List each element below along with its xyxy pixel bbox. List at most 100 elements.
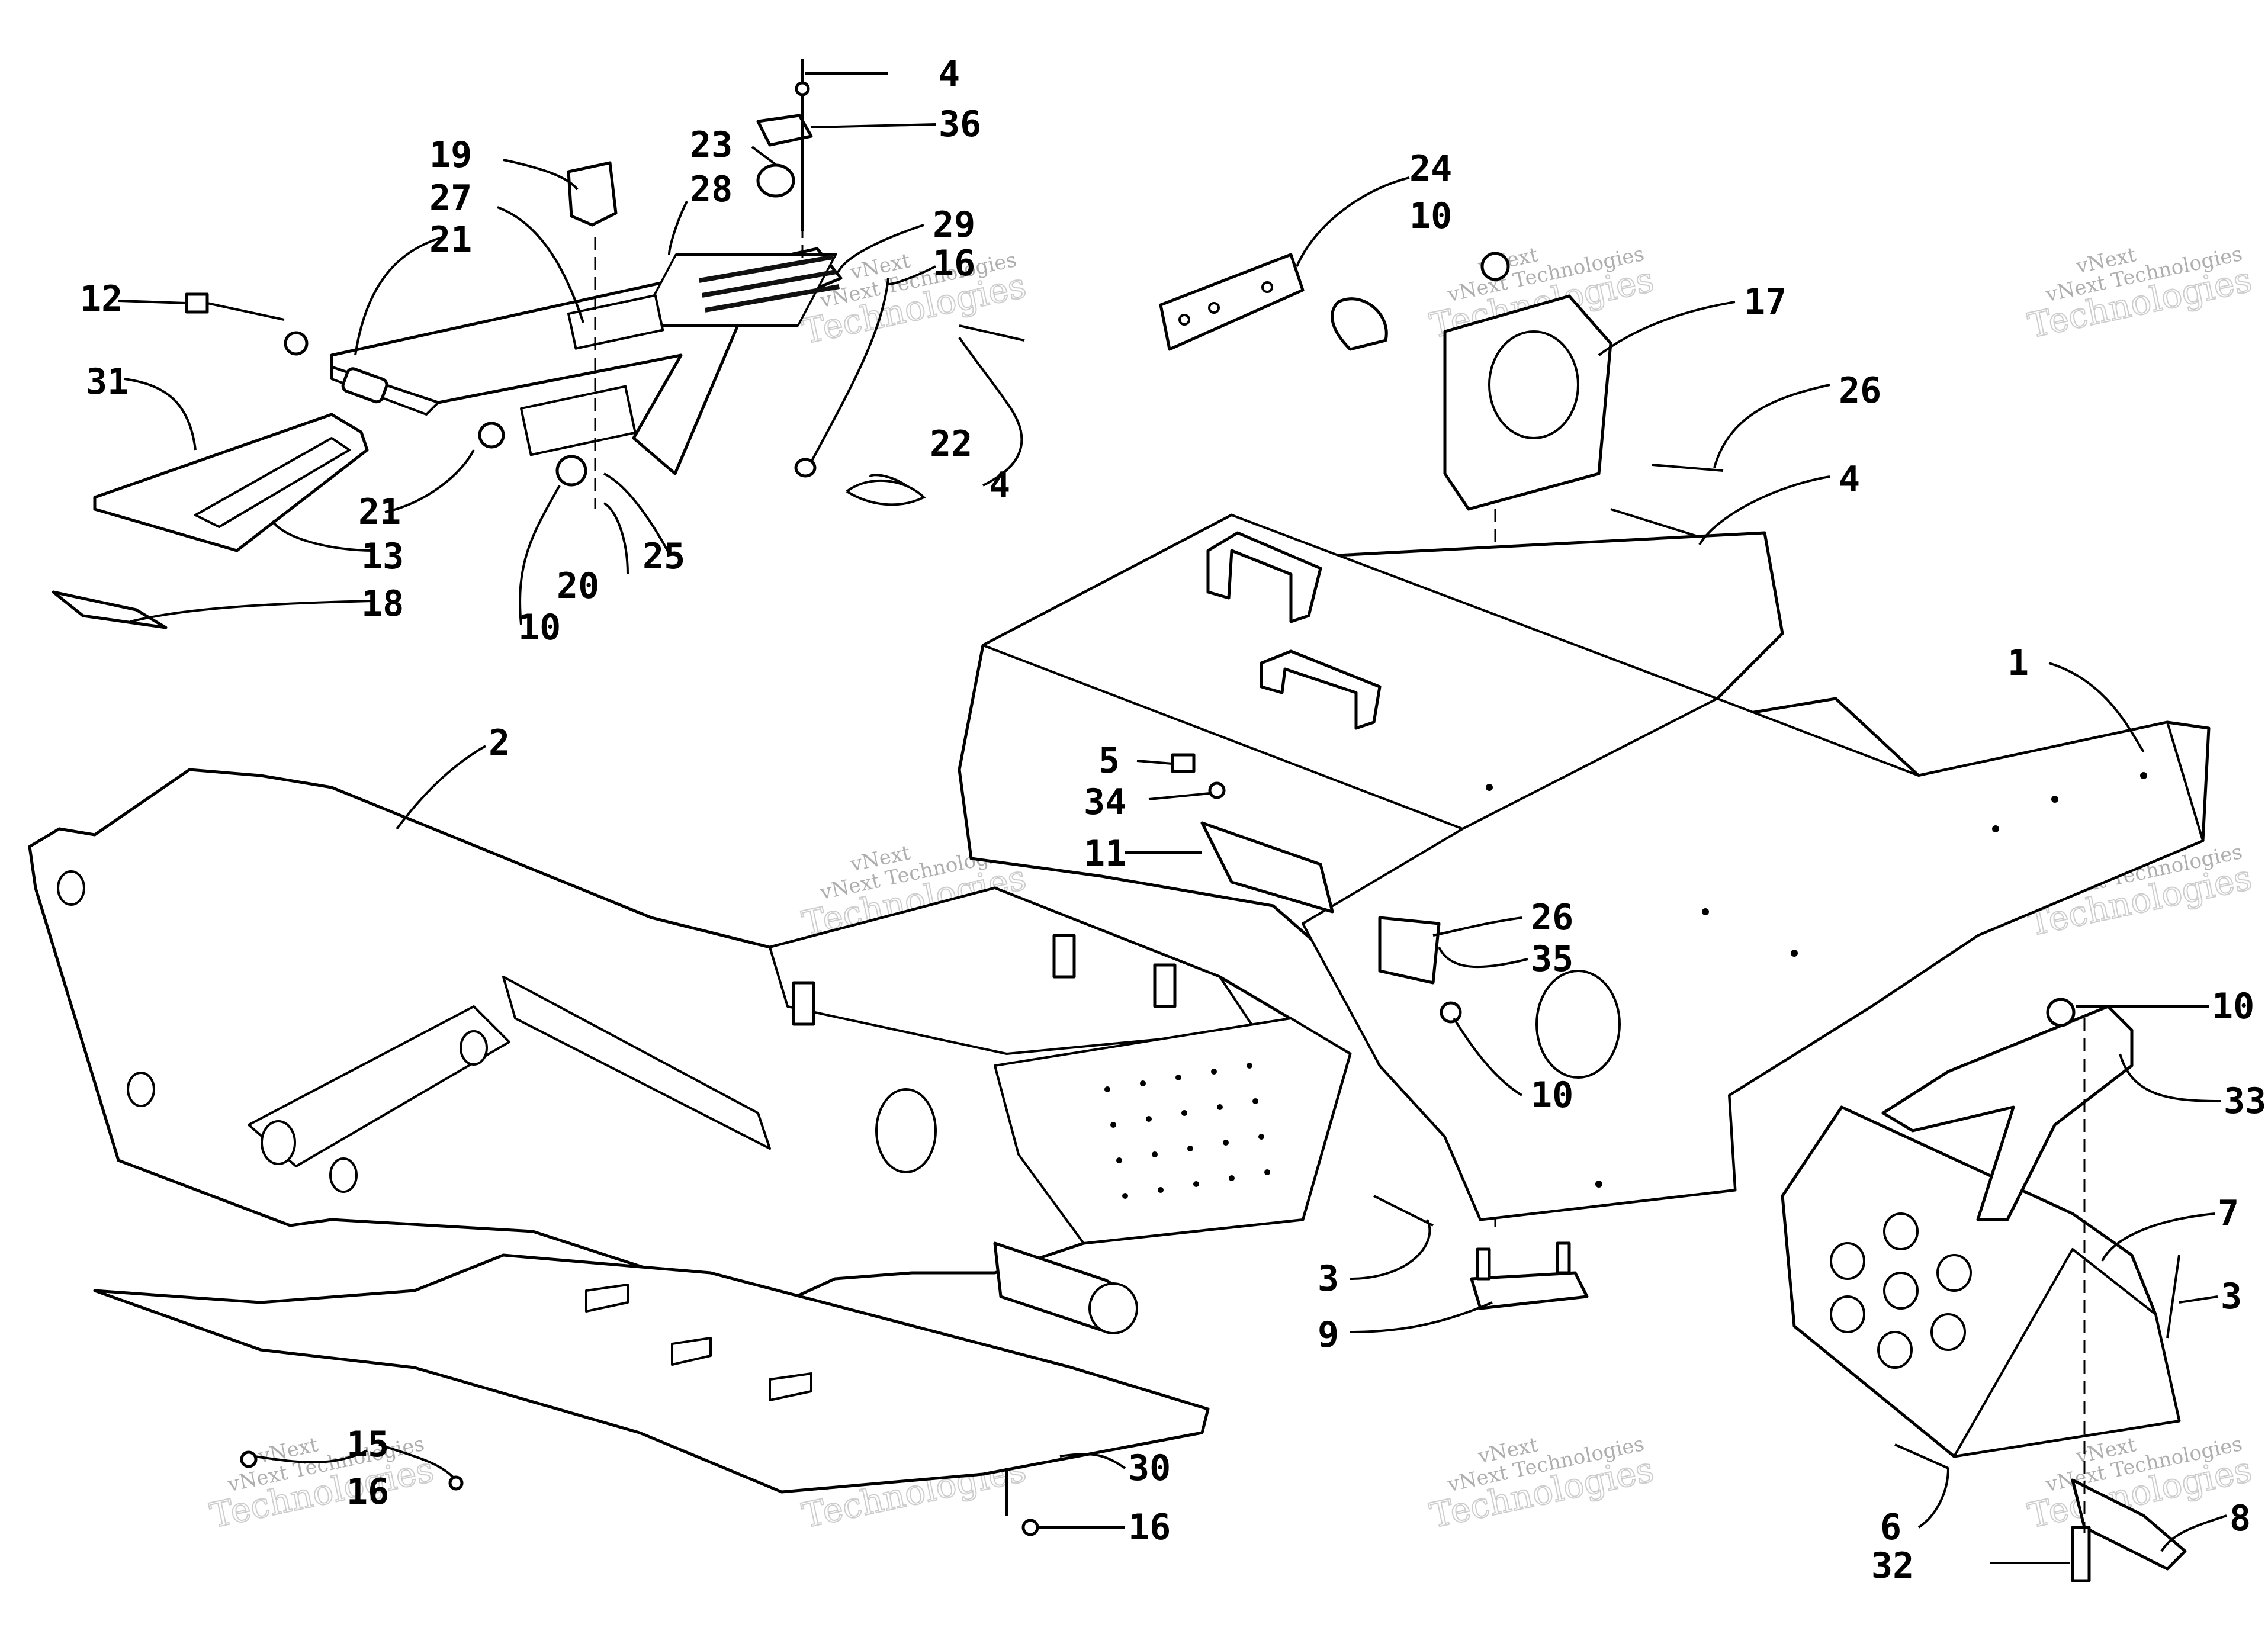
plate-24-hole bbox=[1178, 314, 1190, 326]
callout-16: 16 bbox=[1128, 1507, 1171, 1548]
belly-pan-ramp bbox=[585, 1284, 629, 1313]
callout-6: 6 bbox=[1880, 1507, 1901, 1548]
rivet-4 bbox=[795, 81, 810, 97]
leader-lines bbox=[118, 72, 2227, 1564]
watermark: vNext vNext Technologies Technologies bbox=[1426, 1432, 1658, 1536]
callout-4: 4 bbox=[989, 465, 1010, 506]
callout-14: 16 bbox=[933, 243, 975, 284]
tunnel-hole bbox=[1595, 1181, 1602, 1188]
frame-bore bbox=[875, 1088, 937, 1173]
callout-32: 32 bbox=[1871, 1545, 1914, 1587]
nut-10 bbox=[1480, 252, 1510, 281]
tunnel-bore bbox=[1535, 970, 1621, 1079]
shock-post bbox=[1153, 963, 1177, 1008]
callout-12: 12 bbox=[80, 278, 123, 320]
tunnel-frame bbox=[958, 513, 2211, 1310]
cable-14 bbox=[810, 278, 889, 462]
belly-pan bbox=[93, 1253, 1210, 1536]
tunnel-handle bbox=[1206, 531, 1322, 623]
frame-bore bbox=[329, 1157, 358, 1193]
screw-15 bbox=[448, 1475, 464, 1491]
stud bbox=[1476, 1247, 1491, 1281]
tunnel-hole bbox=[1992, 825, 1999, 832]
tunnel-hole bbox=[1791, 950, 1798, 957]
bolt-32 bbox=[2071, 1526, 2091, 1582]
tunnel-side bbox=[1302, 697, 2204, 1221]
callout-26: 26 bbox=[1839, 370, 1881, 411]
bolt-12 bbox=[185, 292, 209, 314]
screw-16 bbox=[1021, 1519, 1039, 1536]
grommet-23 bbox=[756, 163, 795, 198]
callout-10: 10 bbox=[2212, 986, 2254, 1027]
bracket-36 bbox=[756, 114, 813, 147]
nut-10 bbox=[2046, 998, 2076, 1027]
plate-8 bbox=[2071, 1478, 2187, 1571]
decal-grid bbox=[699, 255, 840, 313]
callout-36: 36 bbox=[939, 104, 981, 145]
callout-3: 3 bbox=[2221, 1276, 2242, 1317]
callout-10: 10 bbox=[1409, 195, 1452, 237]
nut-10-side bbox=[1440, 1001, 1462, 1024]
callout-21: 21 bbox=[429, 219, 472, 260]
rivet-3 bbox=[2166, 1255, 2180, 1339]
callout-26: 26 bbox=[1531, 897, 1573, 938]
callout-3: 3 bbox=[1318, 1258, 1339, 1300]
belly-pan-ramp bbox=[671, 1337, 712, 1366]
rivet-3 bbox=[1373, 1195, 1434, 1227]
cross-tube-end bbox=[1088, 1282, 1138, 1334]
bearing-assembly bbox=[1159, 252, 1724, 1231]
bulkhead-panel bbox=[994, 1017, 1351, 1244]
frame-bore bbox=[261, 1120, 296, 1165]
plate-18 bbox=[52, 590, 168, 629]
watermark: vNext vNext Technologies Technologies bbox=[2024, 242, 2256, 346]
footrest-assembly bbox=[1781, 998, 2187, 1582]
bracket-11 bbox=[1200, 821, 1334, 914]
callout-2: 2 bbox=[489, 722, 510, 764]
callout-19: 19 bbox=[429, 134, 472, 176]
callout-4: 4 bbox=[939, 53, 960, 95]
stud bbox=[1556, 1241, 1571, 1275]
callout-13: 13 bbox=[361, 536, 404, 577]
callout-5: 5 bbox=[1098, 740, 1120, 781]
washer-34 bbox=[1208, 781, 1226, 799]
belly-pan-ramp bbox=[769, 1372, 812, 1401]
bolt-12-shaft bbox=[207, 302, 285, 321]
callout-25: 25 bbox=[643, 536, 685, 577]
rivet-4 bbox=[1610, 508, 1706, 540]
callout-23: 23 bbox=[690, 124, 733, 166]
shock-post bbox=[1052, 934, 1076, 979]
footrest-7-side bbox=[1953, 1248, 2180, 1458]
cable-eye bbox=[794, 458, 817, 478]
brace-33 bbox=[1881, 1005, 2134, 1221]
footrest-13 bbox=[93, 413, 369, 552]
callout-9: 9 bbox=[1318, 1314, 1339, 1356]
tunnel-bracket bbox=[1260, 649, 1382, 730]
callout-28: 28 bbox=[690, 169, 733, 210]
callout-18: 18 bbox=[361, 583, 404, 625]
callout-22: 22 bbox=[930, 423, 972, 465]
rivet-26 bbox=[1652, 464, 1724, 472]
callout-20: 20 bbox=[557, 565, 599, 607]
callout-15: 15 bbox=[346, 1424, 389, 1465]
callout-11: 11 bbox=[1084, 833, 1126, 874]
callout-27: 27 bbox=[429, 178, 472, 219]
plate-9 bbox=[1470, 1271, 1589, 1310]
front-plate-holes bbox=[1104, 1063, 1270, 1199]
callout-24: 24 bbox=[1409, 148, 1452, 189]
screw-16 bbox=[240, 1450, 258, 1468]
spacer bbox=[341, 367, 388, 404]
callout-31: 31 bbox=[86, 361, 129, 403]
pin-4 bbox=[959, 324, 1025, 342]
callout-numbers: 4 36 23 19 27 28 21 29 16 12 31 22 4 21 … bbox=[80, 53, 2266, 1587]
callout-7: 7 bbox=[2218, 1193, 2239, 1234]
nut-10 bbox=[555, 455, 587, 487]
watermark: vNext vNext Technologies Technologies bbox=[206, 1432, 438, 1536]
callout-8: 8 bbox=[2230, 1498, 2251, 1539]
callout-21: 21 bbox=[358, 491, 401, 533]
callout-17: 17 bbox=[1744, 281, 1787, 323]
decal-25 bbox=[520, 385, 637, 456]
shock-post bbox=[792, 981, 815, 1026]
cap-19 bbox=[567, 161, 618, 227]
callout-10: 10 bbox=[1531, 1075, 1573, 1116]
flangette bbox=[1331, 297, 1388, 351]
